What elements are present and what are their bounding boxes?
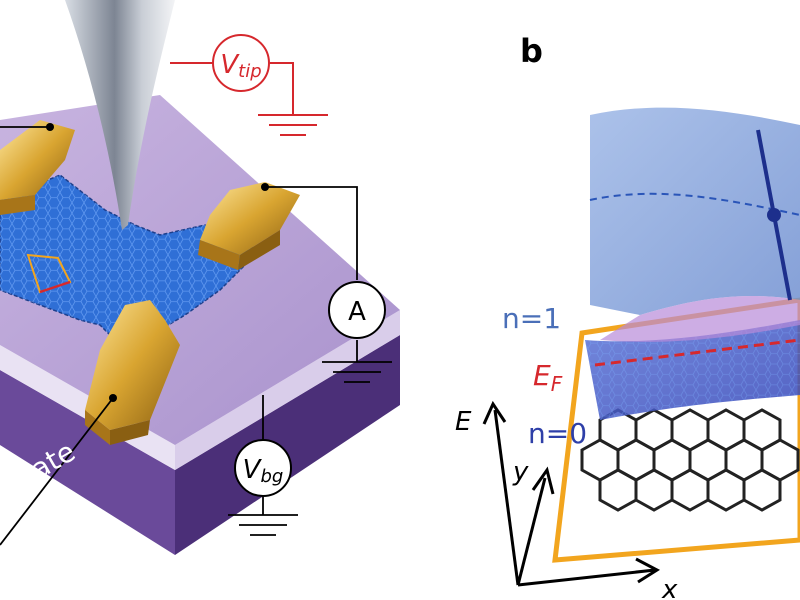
- panel-a: Vtip A Vbg ate: [0, 0, 400, 555]
- gold-contact-bottom: [85, 300, 180, 445]
- gold-contact-top-left: [0, 120, 75, 215]
- substrate-side-right: [175, 335, 400, 555]
- highlight-edge: [39, 280, 71, 294]
- contact-node-bottom: [109, 394, 117, 402]
- axes: [482, 400, 661, 587]
- axis-x-label: x: [661, 575, 678, 600]
- band-n0-lattice: [585, 320, 800, 420]
- circuit-wires-red: [170, 62, 328, 136]
- fermi-level-line: [594, 338, 800, 367]
- transition-region: [600, 295, 800, 342]
- graphene-lattice-b: [580, 408, 800, 512]
- axis-e-label: E: [455, 407, 472, 437]
- energy-rod-node: [767, 208, 781, 222]
- circuit-wires-black: [0, 126, 392, 546]
- graphene-lattice: [0, 175, 260, 345]
- vtip-label: Vtip: [220, 50, 261, 82]
- panel-b-label: b: [520, 32, 543, 70]
- vbg-label: Vbg: [243, 455, 284, 487]
- substrate-top-layer-right: [175, 310, 400, 470]
- stm-tip: [65, 0, 175, 230]
- axis-y-label: y: [512, 457, 529, 487]
- contact-node-top-left: [46, 123, 54, 131]
- ammeter-label: A: [348, 297, 366, 327]
- vbg-source: [234, 439, 292, 497]
- ammeter: [328, 281, 386, 339]
- contact-node-right: [261, 183, 269, 191]
- gold-contact-right: [198, 182, 300, 270]
- band-n1: [590, 107, 800, 315]
- substrate-side-left: [0, 370, 175, 555]
- n0-label: n=0: [528, 417, 587, 450]
- n1-label: n=1: [502, 302, 561, 335]
- panel-b: b: [455, 32, 800, 600]
- fermi-level-label: EF: [533, 359, 563, 396]
- vtip-source: [212, 34, 270, 92]
